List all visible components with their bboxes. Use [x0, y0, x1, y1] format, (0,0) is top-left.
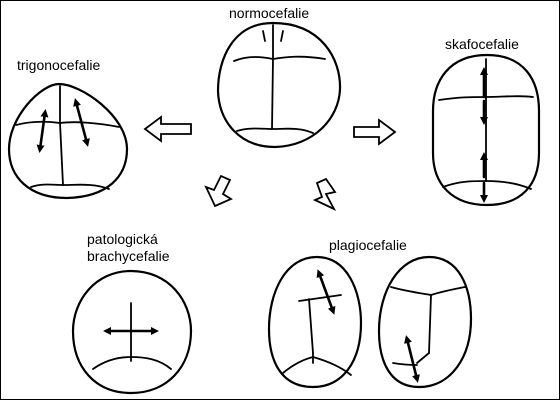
- plagio-arrow-2: [404, 335, 420, 383]
- skull-plagiocefalie-1: [267, 255, 363, 389]
- arrow-to-skafocefalie: [353, 118, 397, 146]
- skull-skafocefalie: [431, 53, 541, 207]
- label-brachycefalie: brachycefalie: [87, 248, 170, 264]
- skull-trigonocefalie: [7, 82, 129, 200]
- label-patologicka: patologická: [87, 231, 158, 247]
- arrow-to-trigonocefalie: [143, 115, 192, 143]
- skull-plagiocefalie-2: [377, 255, 473, 389]
- trigono-arrow-left: [36, 109, 49, 153]
- plagio-arrow-1: [316, 269, 336, 315]
- trigono-arrow-right: [73, 98, 90, 147]
- label-normocefalie: normocefalie: [229, 5, 310, 21]
- label-plagiocefalie: plagiocefalie: [329, 237, 407, 253]
- arrow-to-plagiocefalie: [312, 177, 337, 211]
- label-trigonocefalie: trigonocefalie: [17, 57, 101, 73]
- skull-normocefalie: [216, 21, 342, 149]
- arrow-to-brachycefalie: [204, 174, 233, 208]
- skull-patologicka-brachycefalie: [71, 269, 193, 395]
- label-skafocefalie: skafocefalie: [445, 36, 519, 52]
